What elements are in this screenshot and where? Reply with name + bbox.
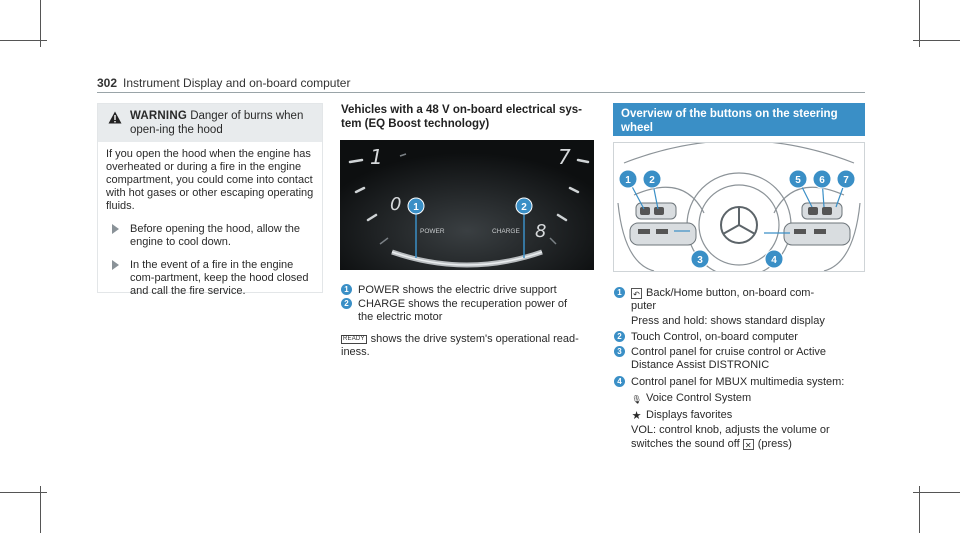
overview-volume-line: switches the sound off ✕(press) [631, 438, 792, 450]
warning-header: WARNING Danger of burns when open-ing th… [98, 104, 322, 142]
svg-text:1: 1 [413, 202, 419, 213]
number-badge: 4 [614, 376, 625, 387]
vehicles-item-continuation: the electric motor [358, 311, 443, 323]
warning-label: WARNING [130, 110, 187, 122]
gauge-illustration: 1 7 0 8 POWER CHARGE 1 2 [340, 140, 594, 270]
overview-heading: Overview of the buttons on the steering … [613, 103, 865, 136]
callout-1: 1 [618, 169, 638, 189]
header-divider [97, 92, 865, 93]
crop-mark [913, 40, 960, 41]
callout-7: 7 [836, 169, 856, 189]
warning-triangle-icon [108, 111, 122, 124]
svg-text:5: 5 [795, 175, 801, 186]
gauge-number: 8 [535, 221, 546, 242]
page-header: 302 Instrument Display and on-board compu… [97, 76, 350, 90]
arrow-right-icon [112, 260, 119, 270]
ready-description-continuation: iness. [341, 346, 370, 358]
arrow-right-icon [112, 224, 119, 234]
callout-1: 1 [407, 197, 425, 215]
svg-text:6: 6 [819, 175, 825, 186]
callout-2: 2 [515, 197, 533, 215]
voice-control-icon: 🎙 [631, 395, 642, 404]
warning-body: If you open the hood when the engine has… [98, 142, 322, 298]
overview-item: 1↶Back/Home button, on-board com- [614, 287, 866, 300]
overview-item-continuation: Press and hold: shows standard display [631, 315, 825, 327]
crop-mark [40, 0, 41, 47]
crop-mark [40, 486, 41, 533]
gauge-number: 1 [370, 145, 383, 169]
svg-text:2: 2 [649, 175, 655, 186]
svg-text:7: 7 [843, 175, 849, 186]
crop-mark [913, 492, 960, 493]
gauge-number: 7 [558, 145, 571, 169]
gauge-number: 0 [390, 194, 401, 215]
brand-star-icon [720, 206, 758, 244]
page-number: 302 [97, 76, 118, 90]
warning-step: In the event of a fire in the engine com… [106, 259, 314, 298]
overview-item-continuation: Distance Assist DISTRONIC [631, 359, 770, 371]
number-badge: 3 [614, 346, 625, 357]
overview-subitem: ★Displays favorites [631, 409, 733, 422]
ready-icon: READY [341, 335, 367, 344]
power-label: POWER [420, 228, 445, 235]
overview-volume-line: VOL: control knob, adjusts the volume or [631, 424, 830, 436]
steering-wheel-illustration: 1 2 3 4 5 6 7 [617, 143, 861, 271]
warning-step-text: Before opening the hood, allow the engin… [130, 223, 301, 248]
warning-step-text: In the event of a fire in the engine com… [130, 259, 309, 297]
callout-2: 2 [642, 169, 662, 189]
crop-mark [0, 492, 47, 493]
steering-wheel-image: 1 2 3 4 5 6 7 [613, 142, 865, 272]
number-badge: 1 [341, 284, 352, 295]
overview-item-continuation: puter [631, 300, 657, 312]
back-home-icon: ↶ [631, 288, 642, 299]
callout-5: 5 [788, 169, 808, 189]
warning-step: Before opening the hood, allow the engin… [106, 223, 314, 249]
star-icon: ★ [631, 410, 642, 422]
overview-subitem: 🎙Voice Control System [631, 392, 752, 404]
page-title: Instrument Display and on-board computer [123, 76, 351, 90]
crop-mark [0, 40, 47, 41]
svg-text:2: 2 [521, 202, 527, 213]
crop-mark [919, 0, 920, 47]
crop-mark [919, 486, 920, 533]
callout-3: 3 [690, 249, 710, 269]
svg-text:4: 4 [771, 255, 777, 266]
warning-box: WARNING Danger of burns when open-ing th… [97, 103, 323, 297]
instrument-cluster-image: 1 7 0 8 POWER CHARGE 1 2 [340, 140, 594, 270]
vehicles-heading: Vehicles with a 48 V on-board electrical… [341, 104, 582, 130]
number-badge: 2 [614, 331, 625, 342]
charge-label: CHARGE [492, 228, 520, 235]
warning-text: If you open the hood when the engine has… [106, 148, 314, 212]
warning-title: Danger of burns when open-ing the hood [130, 110, 304, 136]
callout-6: 6 [812, 169, 832, 189]
number-badge: 2 [341, 298, 352, 309]
callout-4: 4 [764, 249, 784, 269]
number-badge: 1 [614, 287, 625, 298]
svg-text:3: 3 [697, 255, 703, 266]
svg-text:1: 1 [625, 175, 631, 186]
mute-icon: ✕ [742, 439, 754, 450]
